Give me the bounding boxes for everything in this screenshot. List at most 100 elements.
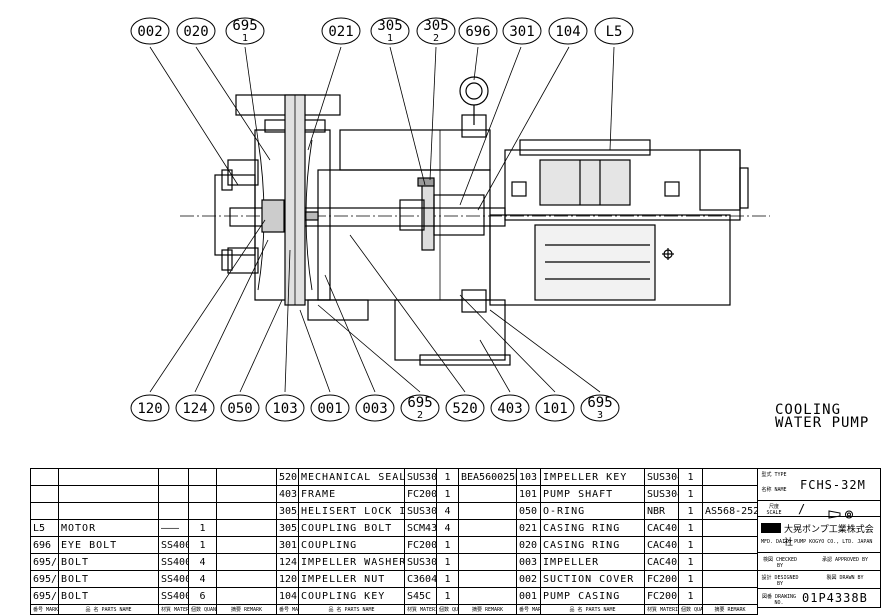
bom-qty: 1 [436, 570, 459, 588]
bom-qty: 1 [188, 536, 217, 554]
bom-material: SUS304 [404, 553, 437, 571]
designed-label: 設計 DESIGNED BY [761, 575, 799, 587]
bom-remark [458, 570, 517, 588]
svg-text:3: 3 [597, 410, 603, 421]
bom-qty [188, 468, 217, 486]
svg-text:305: 305 [423, 18, 448, 34]
bom-material: SUS304 [644, 468, 679, 486]
bom-remark [702, 587, 758, 605]
bom-header-remark: 摘要 REMARK [458, 604, 517, 615]
bom-header-name: 品 名 PARTS NAME [540, 604, 645, 615]
bom-remark: BEA560025N [458, 468, 517, 486]
bom-name [58, 468, 159, 486]
callout-301: 301 [502, 17, 542, 45]
bom-mark: 301 [276, 536, 299, 554]
motor [489, 139, 749, 306]
bom-material: SUS304 CARBON [404, 468, 437, 486]
bom-remark [458, 519, 517, 537]
drawn-label: 製図 DRAWN BY [826, 575, 864, 581]
bom-qty: 1 [436, 536, 459, 554]
callout-696: 696 [458, 17, 498, 45]
bom-header-material: 材質 MATERIAL [158, 604, 189, 615]
drawing-no-row: 図番 DRAWING NO. 01P4338B [758, 589, 880, 608]
bom-header-remark: 摘要 REMARK [702, 604, 758, 615]
bom-remark [216, 536, 277, 554]
bom-mark [30, 485, 59, 503]
title-line-2: WATER PUMP [775, 415, 870, 431]
bom-remark [458, 553, 517, 571]
bom-remark [702, 553, 758, 571]
svg-text:2: 2 [417, 410, 423, 421]
bom-name: COUPLING BOLT [298, 519, 405, 537]
bom-header-qty: 個数 QUANTITY [188, 604, 217, 615]
bom-qty: 1 [436, 553, 459, 571]
bom-mark: 305/2 [276, 502, 299, 520]
bom-remark: AS568-252 [702, 502, 758, 520]
bom-remark [216, 468, 277, 486]
callout-101: 101 [535, 394, 575, 422]
bom-mark: 104 [276, 587, 299, 605]
bom-remark [458, 502, 517, 520]
bom-remark [216, 485, 277, 503]
type-value: FCHS-32M [800, 478, 866, 492]
title-info-block: 型式 TYPE 名称 NAME FCHS-32M 尺度 SCALE / 大晃ポン… [757, 468, 881, 608]
bom-remark [702, 485, 758, 503]
bom-qty [188, 502, 217, 520]
svg-text:021: 021 [328, 24, 353, 40]
scale-value: / [798, 502, 806, 516]
bom-row [30, 485, 277, 503]
company-logo-icon [761, 523, 781, 533]
bom-name: IMPELLER KEY [540, 468, 645, 486]
bom-name [58, 502, 159, 520]
bom-qty: 1 [678, 502, 703, 520]
bom-qty: 1 [678, 519, 703, 537]
bom-row [30, 468, 277, 486]
bom-mark: 695/1 [30, 587, 59, 605]
bom-header-qty: 個数 QUANTITY [436, 604, 459, 615]
bom-material: C3604BD [404, 570, 437, 588]
bom-header-qty: 個数 QUANTITY [678, 604, 703, 615]
bom-mark: 124 [276, 553, 299, 571]
svg-text:695: 695 [587, 395, 612, 411]
svg-text:124: 124 [182, 401, 207, 417]
bom-qty: 4 [436, 502, 459, 520]
bom-name [58, 485, 159, 503]
bom-remark [216, 587, 277, 605]
bom-mark: 050 [516, 502, 541, 520]
bom-qty: 1 [188, 519, 217, 537]
drawing-title: COOLING WATER PUMP [775, 402, 885, 431]
bom-mark: L5 [30, 519, 59, 537]
title-line-1: COOLING [775, 402, 842, 418]
svg-text:001: 001 [317, 401, 342, 417]
bom-material: ——— [158, 519, 189, 537]
bom-qty: 1 [678, 570, 703, 588]
bom-name: CASING RING [540, 536, 645, 554]
callout-020: 020 [176, 17, 216, 45]
drawing-no-label: 図番 DRAWING NO. [761, 594, 797, 606]
bom-mark: 020 [516, 536, 541, 554]
bom-name: COUPLING KEY [298, 587, 405, 605]
bom-name: MECHANICAL SEAL [298, 468, 405, 486]
svg-text:1: 1 [242, 33, 248, 44]
bom-remark [458, 587, 517, 605]
bom-remark [458, 536, 517, 554]
bom-material: FC200 [644, 570, 679, 588]
svg-text:301: 301 [509, 24, 534, 40]
bom-mark [30, 502, 59, 520]
bom-name: PUMP CASING [540, 587, 645, 605]
bom-material: CAC403 [644, 536, 679, 554]
svg-text:695: 695 [407, 395, 432, 411]
svg-text:101: 101 [542, 401, 567, 417]
bom-mark: 695/2 [30, 570, 59, 588]
bom-qty: 4 [436, 519, 459, 537]
